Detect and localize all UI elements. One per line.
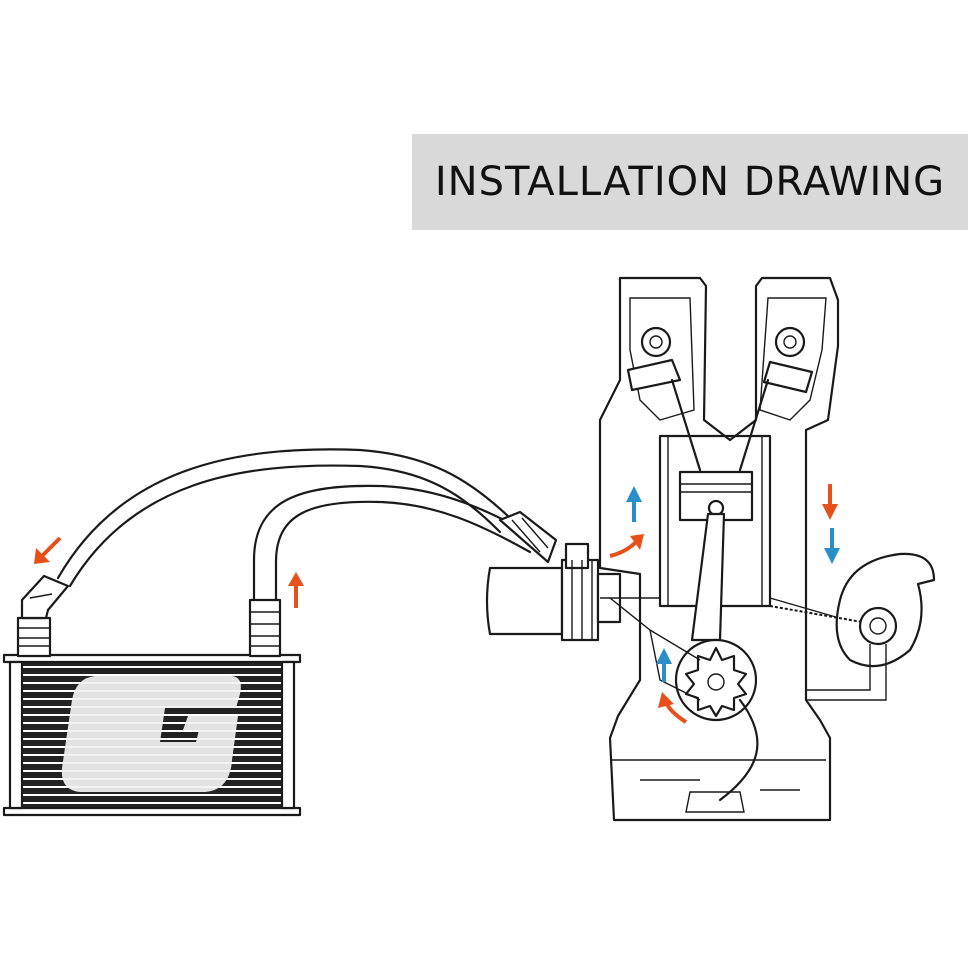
oil-cooler [2,653,302,817]
oil-gallery-line [609,597,701,701]
upper-hose [56,448,512,588]
orange-arrow-icon [658,692,688,724]
oil-pump-gear [674,638,758,722]
orange-arrow-icon [34,536,62,564]
blue-arrow-icon [824,528,840,564]
hose-end-fitting [498,510,558,564]
blue-arrow-icon [626,486,642,522]
title-banner: INSTALLATION DRAWING [412,134,968,230]
turbocharger [806,552,936,701]
orange-arrow-icon [822,484,838,520]
intake-valve [626,326,702,472]
turbo-feed-line [769,605,863,623]
orange-arrow-icon [609,534,644,558]
blue-arrow-icon [656,648,672,682]
letter-g-logo [61,676,241,792]
lower-hose [252,484,542,602]
engine-block [598,276,861,822]
oil-pickup-tube [718,698,759,802]
exhaust-valve [738,326,814,472]
orange-arrow-icon [288,572,304,608]
cooler-inlet-fitting [248,598,282,658]
cooler-outlet-fitting [16,574,70,658]
diagram-title: INSTALLATION DRAWING [434,159,946,205]
oil-filter [485,542,622,642]
